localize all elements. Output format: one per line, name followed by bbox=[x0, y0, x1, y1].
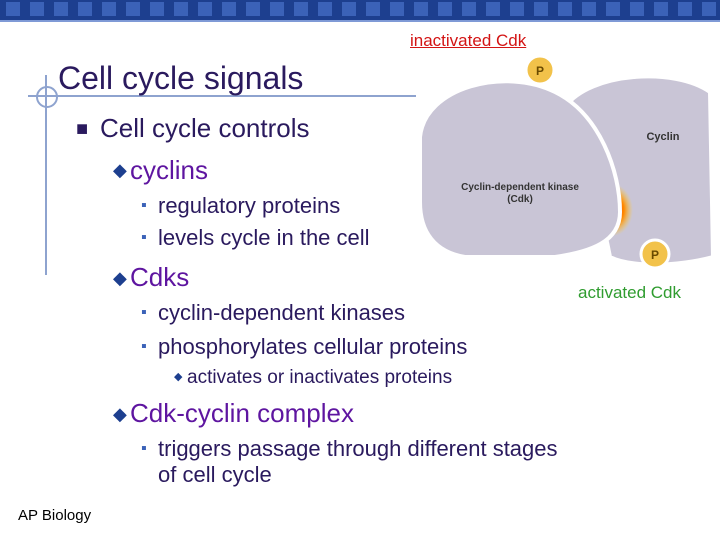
top-bar-block bbox=[462, 2, 476, 16]
top-bar-block bbox=[318, 2, 332, 16]
top-bar-block bbox=[654, 2, 668, 16]
bullet-square-icon: ■ bbox=[76, 118, 89, 140]
outline-triggers-line2: of cell cycle bbox=[158, 462, 272, 487]
outline-activates-inactivates: activates or inactivates proteins bbox=[187, 367, 453, 388]
top-bar-block bbox=[270, 2, 284, 16]
outline-levels-cycle: levels cycle in the cell bbox=[158, 225, 370, 250]
bullet-small-square-icon: ▪ bbox=[141, 229, 147, 246]
activated-cdk-label: activated Cdk bbox=[578, 283, 681, 302]
top-bar-block bbox=[510, 2, 524, 16]
outline-phosphorylates: phosphorylates cellular proteins bbox=[158, 334, 468, 359]
top-bar-block bbox=[678, 2, 692, 16]
top-bar-block bbox=[150, 2, 164, 16]
top-bar-block bbox=[366, 2, 380, 16]
top-bar-block bbox=[342, 2, 356, 16]
top-bar-block bbox=[606, 2, 620, 16]
top-bar-block bbox=[582, 2, 596, 16]
top-bar-block bbox=[390, 2, 404, 16]
bullet-diamond-icon: ◆ bbox=[113, 404, 127, 424]
outline-regulatory-proteins: regulatory proteins bbox=[158, 193, 341, 218]
bullet-small-square-icon: ▪ bbox=[141, 338, 147, 355]
bullet-small-square-icon: ▪ bbox=[141, 440, 147, 457]
top-bar-block bbox=[246, 2, 260, 16]
top-bar-block bbox=[414, 2, 428, 16]
bullet-small-square-icon: ▪ bbox=[141, 197, 147, 214]
top-bar-block bbox=[294, 2, 308, 16]
outline-cell-cycle-controls: Cell cycle controls bbox=[100, 113, 310, 143]
top-bar-block bbox=[630, 2, 644, 16]
top-bar-block bbox=[126, 2, 140, 16]
top-bar-block bbox=[54, 2, 68, 16]
phosphate-top-label: P bbox=[536, 64, 544, 78]
phosphate-top-icon bbox=[524, 54, 556, 86]
outline-cdks: Cdks bbox=[130, 262, 190, 292]
outline-cyclins: cyclins bbox=[130, 155, 209, 185]
cyclin-label: Cyclin bbox=[646, 131, 679, 143]
top-bar-rule bbox=[0, 20, 720, 22]
bullet-diamond-icon: ◆ bbox=[113, 160, 127, 180]
top-bar-block bbox=[78, 2, 92, 16]
cdk-label-line2: (Cdk) bbox=[507, 194, 533, 205]
top-bar-block bbox=[558, 2, 572, 16]
outline-triggers-line1: triggers passage through different stage… bbox=[158, 436, 558, 461]
crosshair-circle-icon bbox=[36, 86, 58, 108]
phosphate-bottom-icon bbox=[639, 238, 671, 270]
crosshair-horizontal-line bbox=[28, 95, 416, 97]
footer-ap-biology: AP Biology bbox=[18, 507, 92, 524]
cdk-cyclin-diagram: P P Cyclin Cyclin-dependent kinase (Cdk) bbox=[418, 54, 715, 270]
top-bar-block bbox=[438, 2, 452, 16]
top-bar-block bbox=[6, 2, 20, 16]
top-bar-block bbox=[198, 2, 212, 16]
bullet-diamond-icon: ◆ bbox=[113, 268, 127, 288]
top-bar-block bbox=[486, 2, 500, 16]
crosshair-vertical-line bbox=[45, 75, 47, 275]
cdk-shape bbox=[418, 79, 623, 259]
bullet-small-square-icon: ▪ bbox=[141, 304, 147, 321]
top-bar bbox=[0, 0, 720, 22]
outline-cdk-cyclin-complex: Cdk-cyclin complex bbox=[130, 398, 354, 428]
top-bar-block bbox=[102, 2, 116, 16]
cdk-label-line1: Cyclin-dependent kinase bbox=[461, 182, 579, 193]
top-bar-block bbox=[222, 2, 236, 16]
slide-title: Cell cycle signals bbox=[58, 60, 304, 96]
top-bar-block bbox=[174, 2, 188, 16]
top-bar-block bbox=[30, 2, 44, 16]
bullet-tiny-diamond-icon: ◆ bbox=[174, 371, 183, 383]
top-bar-block bbox=[534, 2, 548, 16]
top-bar-block bbox=[702, 2, 716, 16]
phosphate-bottom-label: P bbox=[651, 248, 659, 262]
outline-cyclin-dependent-kinases: cyclin-dependent kinases bbox=[158, 300, 406, 325]
inactivated-cdk-label: inactivated Cdk bbox=[410, 31, 527, 50]
